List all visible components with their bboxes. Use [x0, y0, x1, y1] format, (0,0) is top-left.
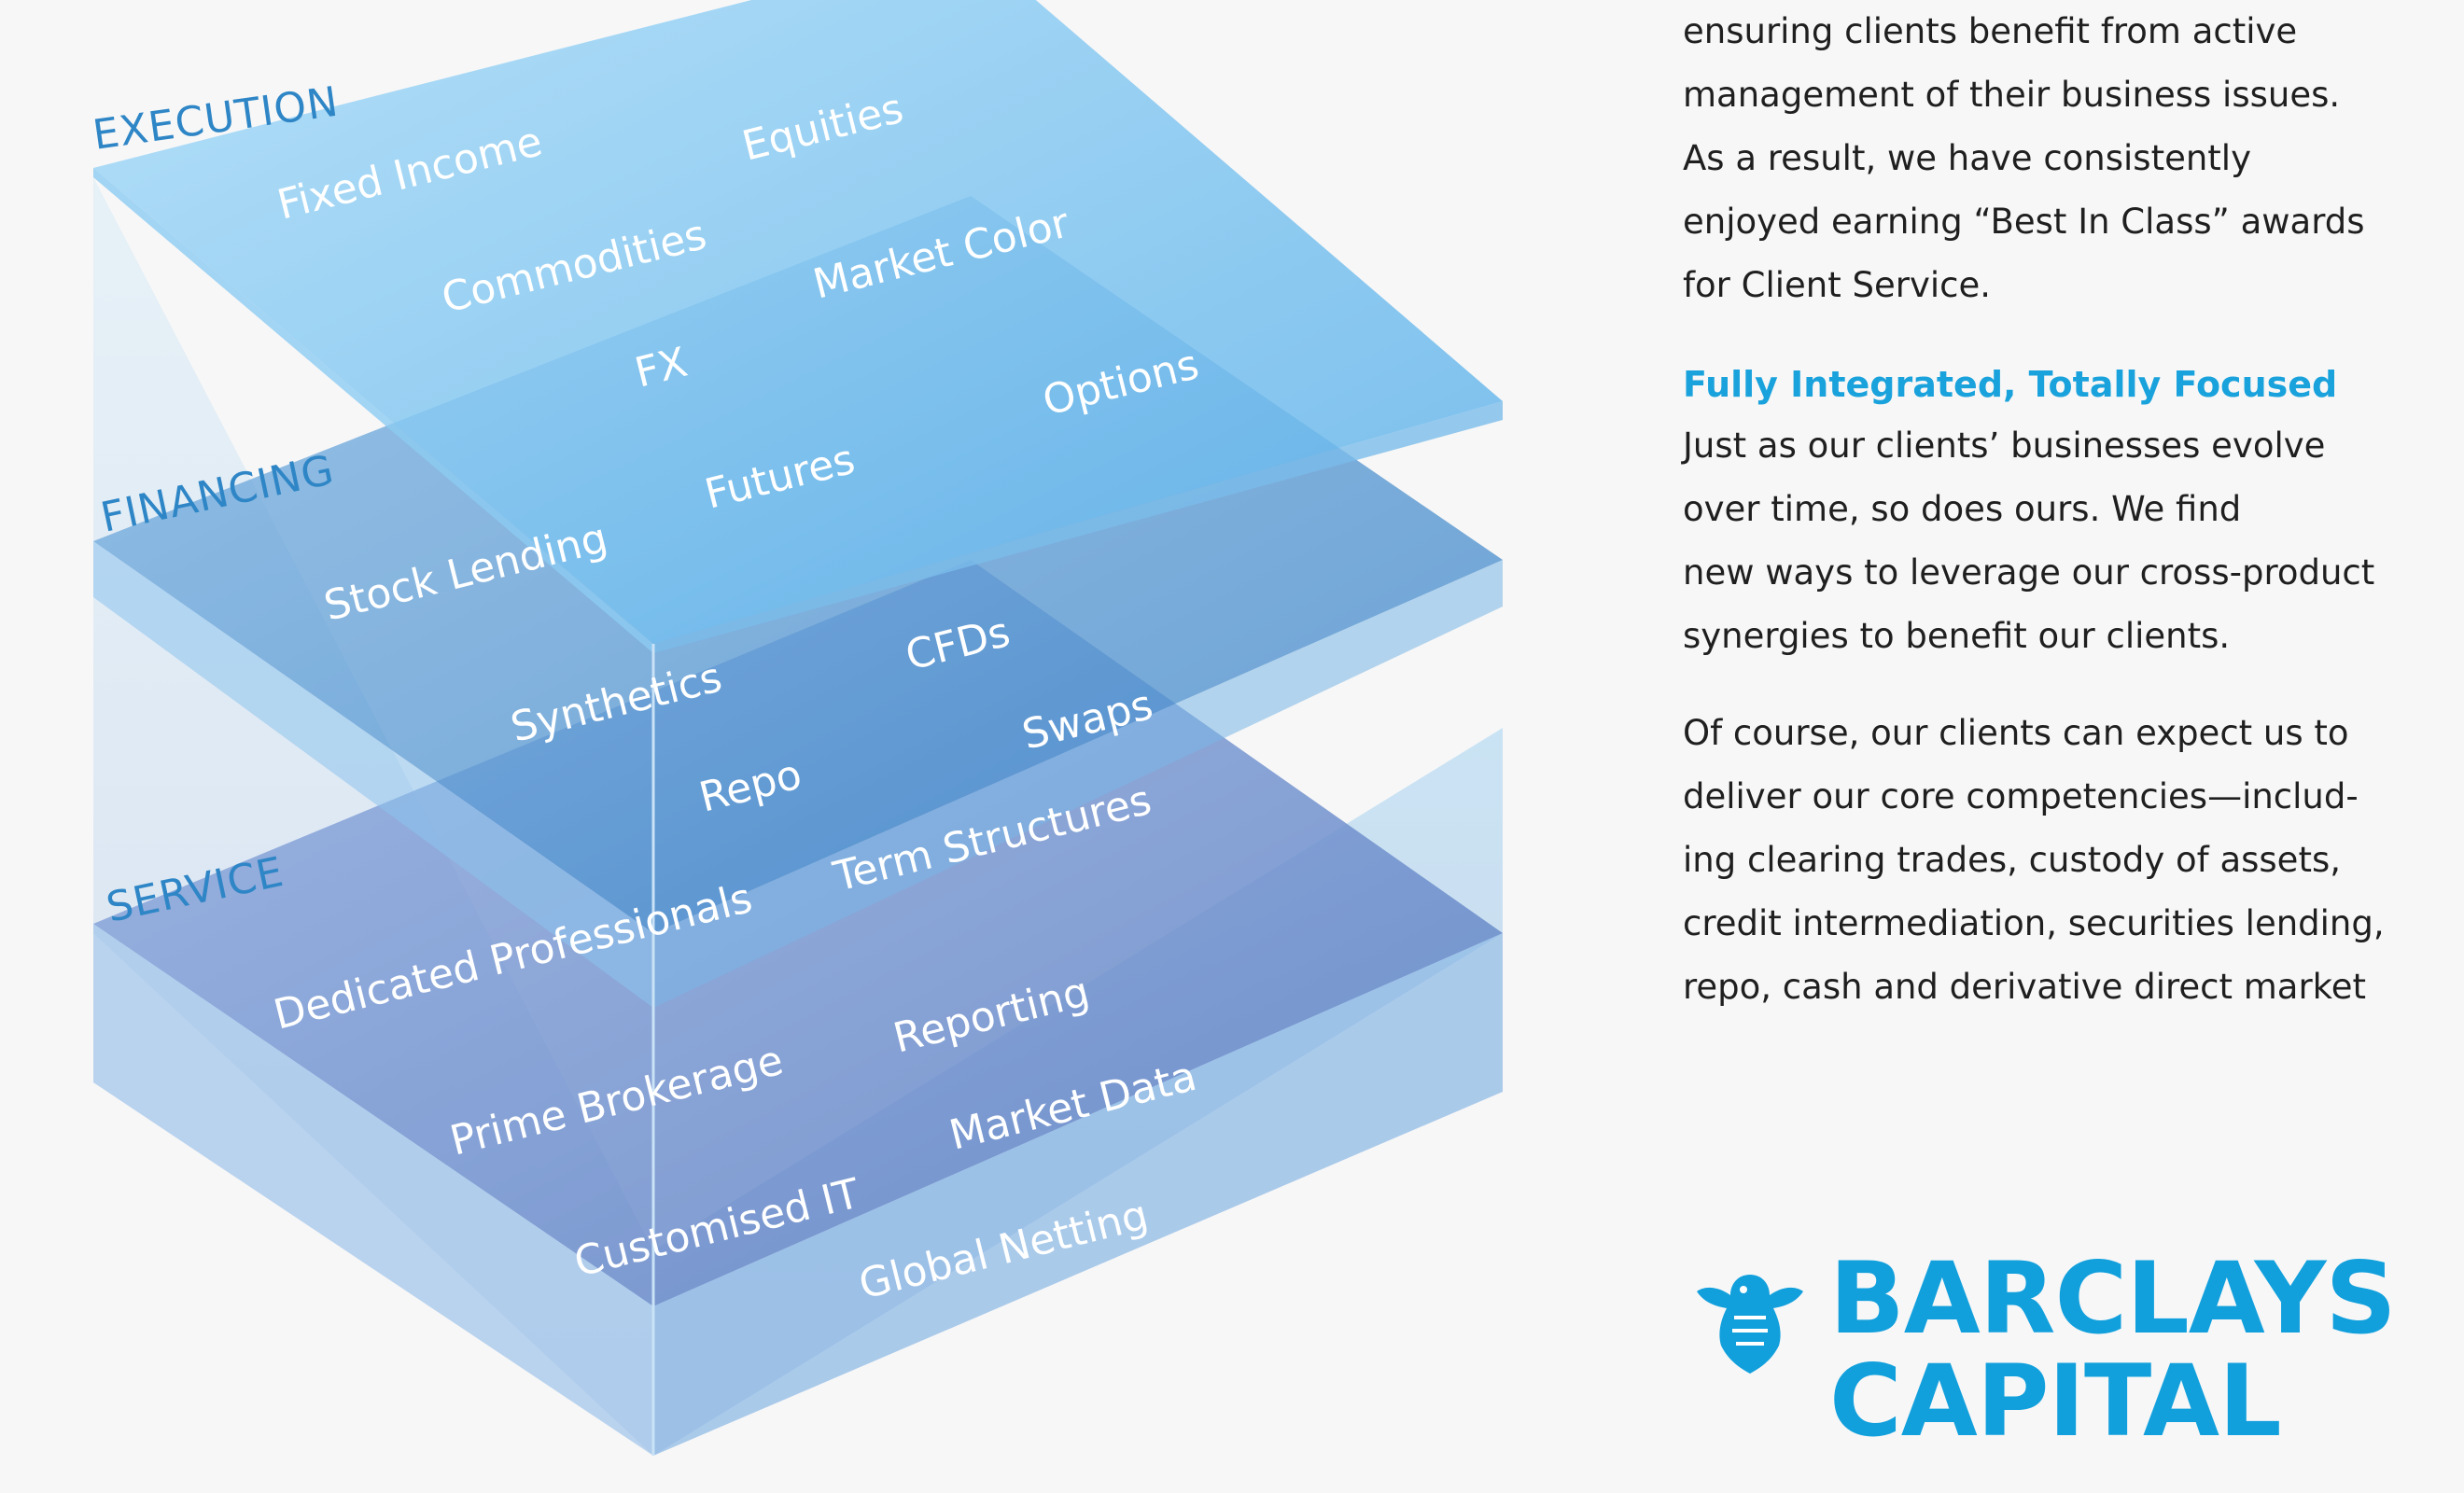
- text-line: new ways to leverage our cross-product: [1683, 552, 2375, 593]
- execution-layer-front-right: [653, 401, 1503, 653]
- text-line: Just as our clients’ businesses evolve: [1683, 426, 2326, 466]
- text-line: deliver our core competencies—includ-: [1683, 776, 2359, 816]
- text-line: for Client Service.: [1683, 265, 1992, 305]
- barclays-capital-logo: BARCLAYS CAPITAL: [1689, 1241, 2399, 1484]
- text-line: management of their business issues.: [1683, 75, 2341, 115]
- text-line: Of course, our clients can expect us to: [1683, 713, 2349, 753]
- text-line: As a result, we have consistently: [1683, 138, 2251, 178]
- text-line: synergies to benefit our clients.: [1683, 616, 2231, 656]
- service-layer-front-right: [653, 933, 1503, 1456]
- text-line: ensuring clients benefit from active: [1683, 11, 2298, 51]
- text-line: enjoyed earning “Best In Class” awards: [1683, 202, 2365, 242]
- eagle-icon: [1697, 1275, 1803, 1374]
- logo-text-barclays: BARCLAYS: [1829, 1241, 2397, 1356]
- cube-svg: EXECUTION FINANCING SERVICE Fixed Income…: [90, 0, 1503, 1456]
- text-line: credit intermediation, securities lendin…: [1683, 903, 2385, 943]
- financing-layer-front-right: [653, 560, 1503, 1008]
- execution-layer-front-left: [93, 168, 653, 653]
- paragraph-client-service: ensuring clients benefit from active man…: [1683, 0, 2429, 317]
- section-heading: Fully Integrated, Totally Focused: [1683, 364, 2338, 405]
- paragraph-core-competencies: Of course, our clients can expect us to …: [1683, 702, 2448, 1019]
- execution-layer-top: [93, 0, 1503, 644]
- text-line: over time, so does ours. We find: [1683, 489, 2242, 529]
- financing-layer-front-left: [93, 541, 653, 1008]
- paragraph-evolve: Just as our clients’ businesses evolve o…: [1683, 414, 2448, 668]
- logo-text-capital: CAPITAL: [1829, 1344, 2282, 1458]
- service-layer-front-left: [93, 924, 653, 1456]
- text-line: repo, cash and derivative direct market: [1683, 967, 2367, 1007]
- layered-cube-diagram: EXECUTION FINANCING SERVICE Fixed Income…: [90, 0, 1503, 1456]
- text-line: ing clearing trades, custody of assets,: [1683, 840, 2341, 880]
